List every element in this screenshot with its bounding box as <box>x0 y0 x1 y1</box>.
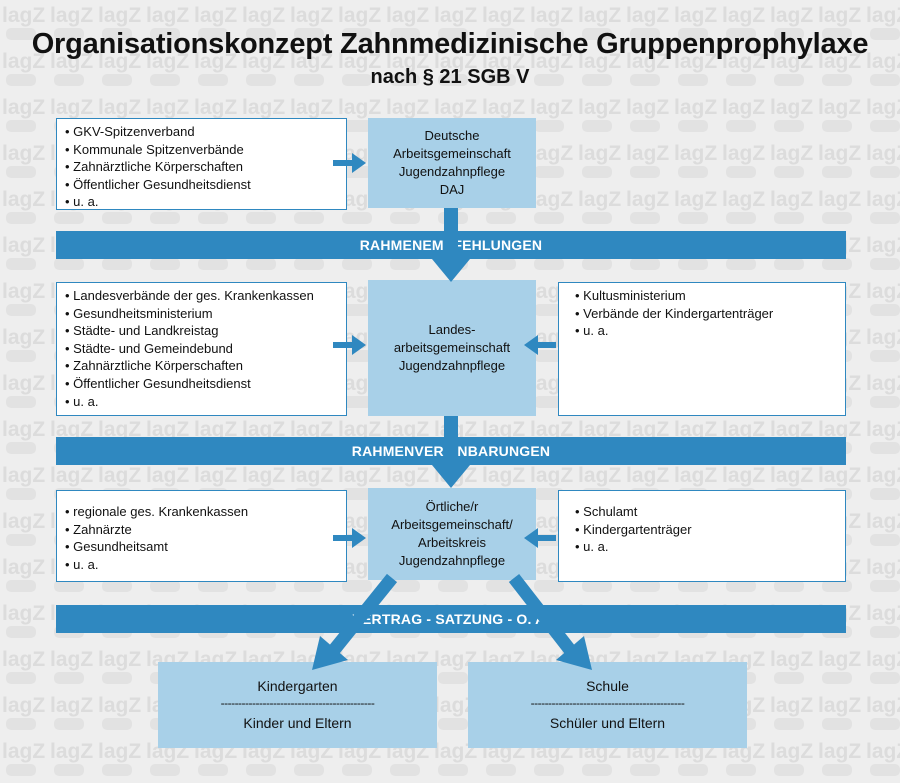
list-item: Zahnärzte <box>65 521 346 539</box>
target-title: Kindergarten <box>257 678 338 694</box>
level3-right-list: Schulamt Kindergartenträger u. a. <box>558 490 846 582</box>
list-item: Kommunale Spitzenverbände <box>65 141 346 159</box>
org-line: Jugendzahnpflege <box>398 164 506 179</box>
band-rahmenempfehlungen: RAHMENEMPFEHLUNGEN <box>56 231 846 259</box>
org-line: Jugendzahnpflege <box>398 553 506 568</box>
target-box-schule: Schule ---------------------------------… <box>468 662 747 748</box>
org-line: Deutsche <box>424 128 480 143</box>
org-line: Örtliche/r <box>425 499 479 514</box>
list-item: Zahnärztliche Körperschaften <box>65 357 346 375</box>
list-item: Gesundheitsministerium <box>65 305 346 323</box>
list-item: regionale ges. Krankenkassen <box>65 503 346 521</box>
org-line: DAJ <box>439 182 465 197</box>
list-item: u. a. <box>575 322 845 340</box>
list-item: Städte- und Landkreistag <box>65 322 346 340</box>
band-rahmenvereinbarungen: RAHMENVEREINBARUNGEN <box>56 437 846 465</box>
org-line: Arbeitsgemeinschaft/ <box>391 517 513 532</box>
level2-right-list: Kultusministerium Verbände der Kindergar… <box>558 282 846 416</box>
list-item: Zahnärztliche Körperschaften <box>65 158 346 176</box>
org-line: Arbeitsgemeinschaft <box>393 146 511 161</box>
target-title: Schule <box>586 678 629 694</box>
org-line: Jugendzahnpflege <box>398 358 506 373</box>
list-item: Kultusministerium <box>575 287 845 305</box>
page-subtitle: nach § 21 SGB V <box>370 66 530 88</box>
list-item: u. a. <box>65 393 346 411</box>
org-box-landesarbeitsgemeinschaft: Landes- arbeitsgemeinschaft Jugendzahnpf… <box>368 280 536 416</box>
org-box-oertliche-arbeitsgemeinschaft: Örtliche/r Arbeitsgemeinschaft/ Arbeitsk… <box>368 488 536 580</box>
list-item: u. a. <box>65 193 346 211</box>
org-line: arbeitsgemeinschaft <box>393 340 511 355</box>
target-subtitle: Schüler und Eltern <box>549 715 666 731</box>
target-separator: ----------------------------------------… <box>220 696 375 710</box>
target-separator: ----------------------------------------… <box>530 696 685 710</box>
org-line: Landes- <box>428 322 476 337</box>
list-item: u. a. <box>575 538 845 556</box>
org-line: Arbeitskreis <box>418 535 486 550</box>
list-item: Landesverbände der ges. Krankenkassen <box>65 287 346 305</box>
page-title: Organisationskonzept Zahnmedizinische Gr… <box>31 28 869 60</box>
level1-left-list: GKV-Spitzenverband Kommunale Spitzenverb… <box>56 118 347 210</box>
list-item: Öffentlicher Gesundheitsdienst <box>65 375 346 393</box>
list-item: Öffentlicher Gesundheitsdienst <box>65 176 346 194</box>
org-box-daj: Deutsche Arbeitsgemeinschaft Jugendzahnp… <box>368 118 536 208</box>
list-item: Schulamt <box>575 503 845 521</box>
list-item: Gesundheitsamt <box>65 538 346 556</box>
band-vertrag-satzung: VERTRAG - SATZUNG - O. A. <box>56 605 846 633</box>
target-box-kindergarten: Kindergarten ---------------------------… <box>158 662 437 748</box>
level2-left-list: Landesverbände der ges. Krankenkassen Ge… <box>56 282 347 416</box>
level3-left-list: regionale ges. Krankenkassen Zahnärzte G… <box>56 490 347 582</box>
list-item: GKV-Spitzenverband <box>65 123 346 141</box>
list-item: Kindergartenträger <box>575 521 845 539</box>
target-subtitle: Kinder und Eltern <box>243 715 352 731</box>
list-item: u. a. <box>65 556 346 574</box>
list-item: Städte- und Gemeindebund <box>65 340 346 358</box>
list-item: Verbände der Kindergartenträger <box>575 305 845 323</box>
